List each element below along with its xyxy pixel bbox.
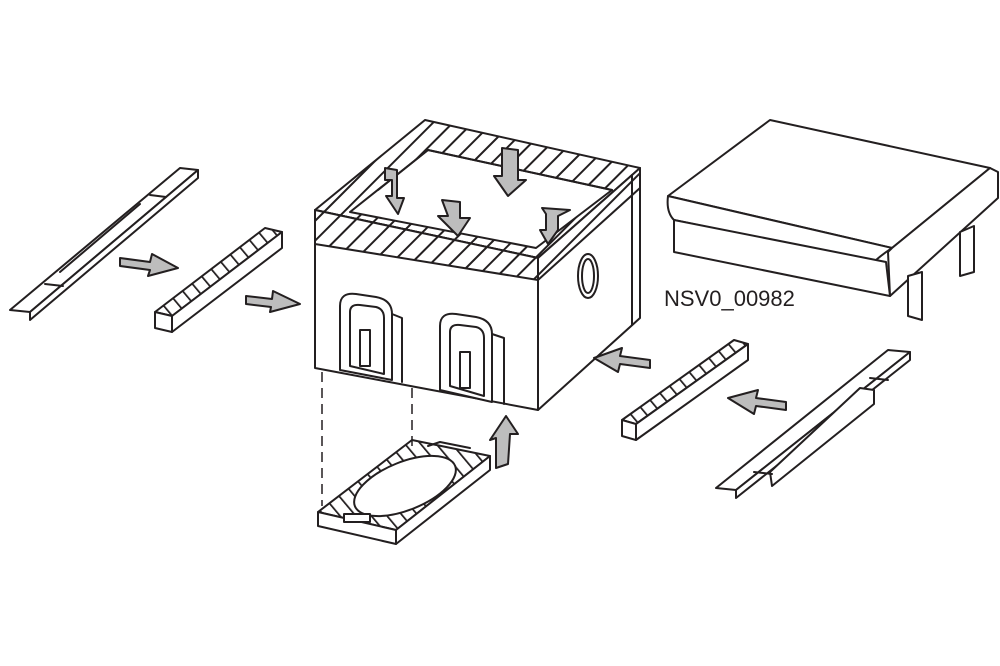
bottom-base-plate (317, 439, 491, 545)
right-hatched-bar (621, 339, 749, 441)
down-arrow-1 (384, 167, 405, 215)
right-thin-strip (715, 349, 911, 499)
left-arrow-2 (245, 290, 301, 313)
drawing-number: NSV0_00982 (664, 286, 795, 311)
down-arrow-4 (539, 207, 571, 245)
cover-lid (666, 119, 999, 321)
down-arrow-2 (493, 147, 527, 197)
down-arrow-3 (437, 199, 471, 237)
front-clip-right (439, 312, 505, 405)
front-clip-left (339, 292, 403, 383)
housing-box (314, 119, 641, 411)
right-arrow-1 (593, 347, 651, 373)
left-hatched-bar (154, 227, 283, 333)
right-arrow-2 (727, 389, 787, 415)
guide-lines (321, 372, 413, 506)
left-arrow-1 (119, 253, 179, 277)
up-arrow (489, 415, 519, 469)
left-thin-strip (9, 167, 199, 321)
